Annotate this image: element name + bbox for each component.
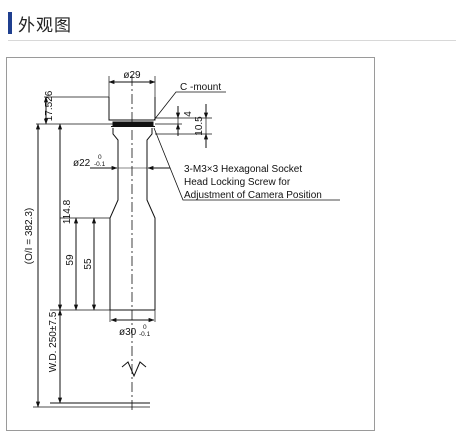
dim-55: 55 xyxy=(83,258,94,270)
dim-59: 59 xyxy=(65,254,76,266)
heading-accent-bar xyxy=(8,12,12,34)
lens-body-left xyxy=(109,128,119,310)
c-mount-body xyxy=(108,97,156,121)
dim-lower-dia: ø30 xyxy=(119,327,137,338)
dim-body-dia-tol-upper: 0 xyxy=(98,154,102,161)
c-mount-label: C -mount xyxy=(180,82,221,93)
leader-c-mount xyxy=(153,91,226,121)
section-heading: 外观图 xyxy=(8,10,72,36)
lens-body-right xyxy=(146,128,156,310)
dim-4: 4 xyxy=(183,111,194,117)
break-symbol xyxy=(121,361,147,378)
dim-114-8: 114.8 xyxy=(62,199,73,224)
dim-17-526: 17.526 xyxy=(44,90,55,121)
dim-lower-dia-tol-lower: -0.1 xyxy=(139,331,151,338)
section-title: 外观图 xyxy=(18,15,72,36)
dim-body-dia: ø22 xyxy=(73,158,91,169)
dim-wd: W.D. 250±7.5 xyxy=(48,311,59,372)
dim-ol: (O/I = 382.3) xyxy=(24,208,35,264)
note-line-2: Head Locking Screw for xyxy=(184,177,291,188)
leader-locking-screw xyxy=(153,127,340,201)
note-line-1: 3-M3×3 Hexagonal Socket xyxy=(184,164,302,175)
dim-10-5: 10.5 xyxy=(194,116,205,136)
heading-divider xyxy=(8,40,456,41)
dim-lower-dia-tol-upper: 0 xyxy=(143,324,147,331)
dim-body-dia-tol-lower: -0.1 xyxy=(94,161,106,168)
c-mount-flange xyxy=(112,121,154,127)
note-line-3: Adjustment of Camera Position xyxy=(184,190,322,201)
dim-top-dia: ø29 xyxy=(123,70,141,81)
drawing-frame xyxy=(6,57,375,431)
